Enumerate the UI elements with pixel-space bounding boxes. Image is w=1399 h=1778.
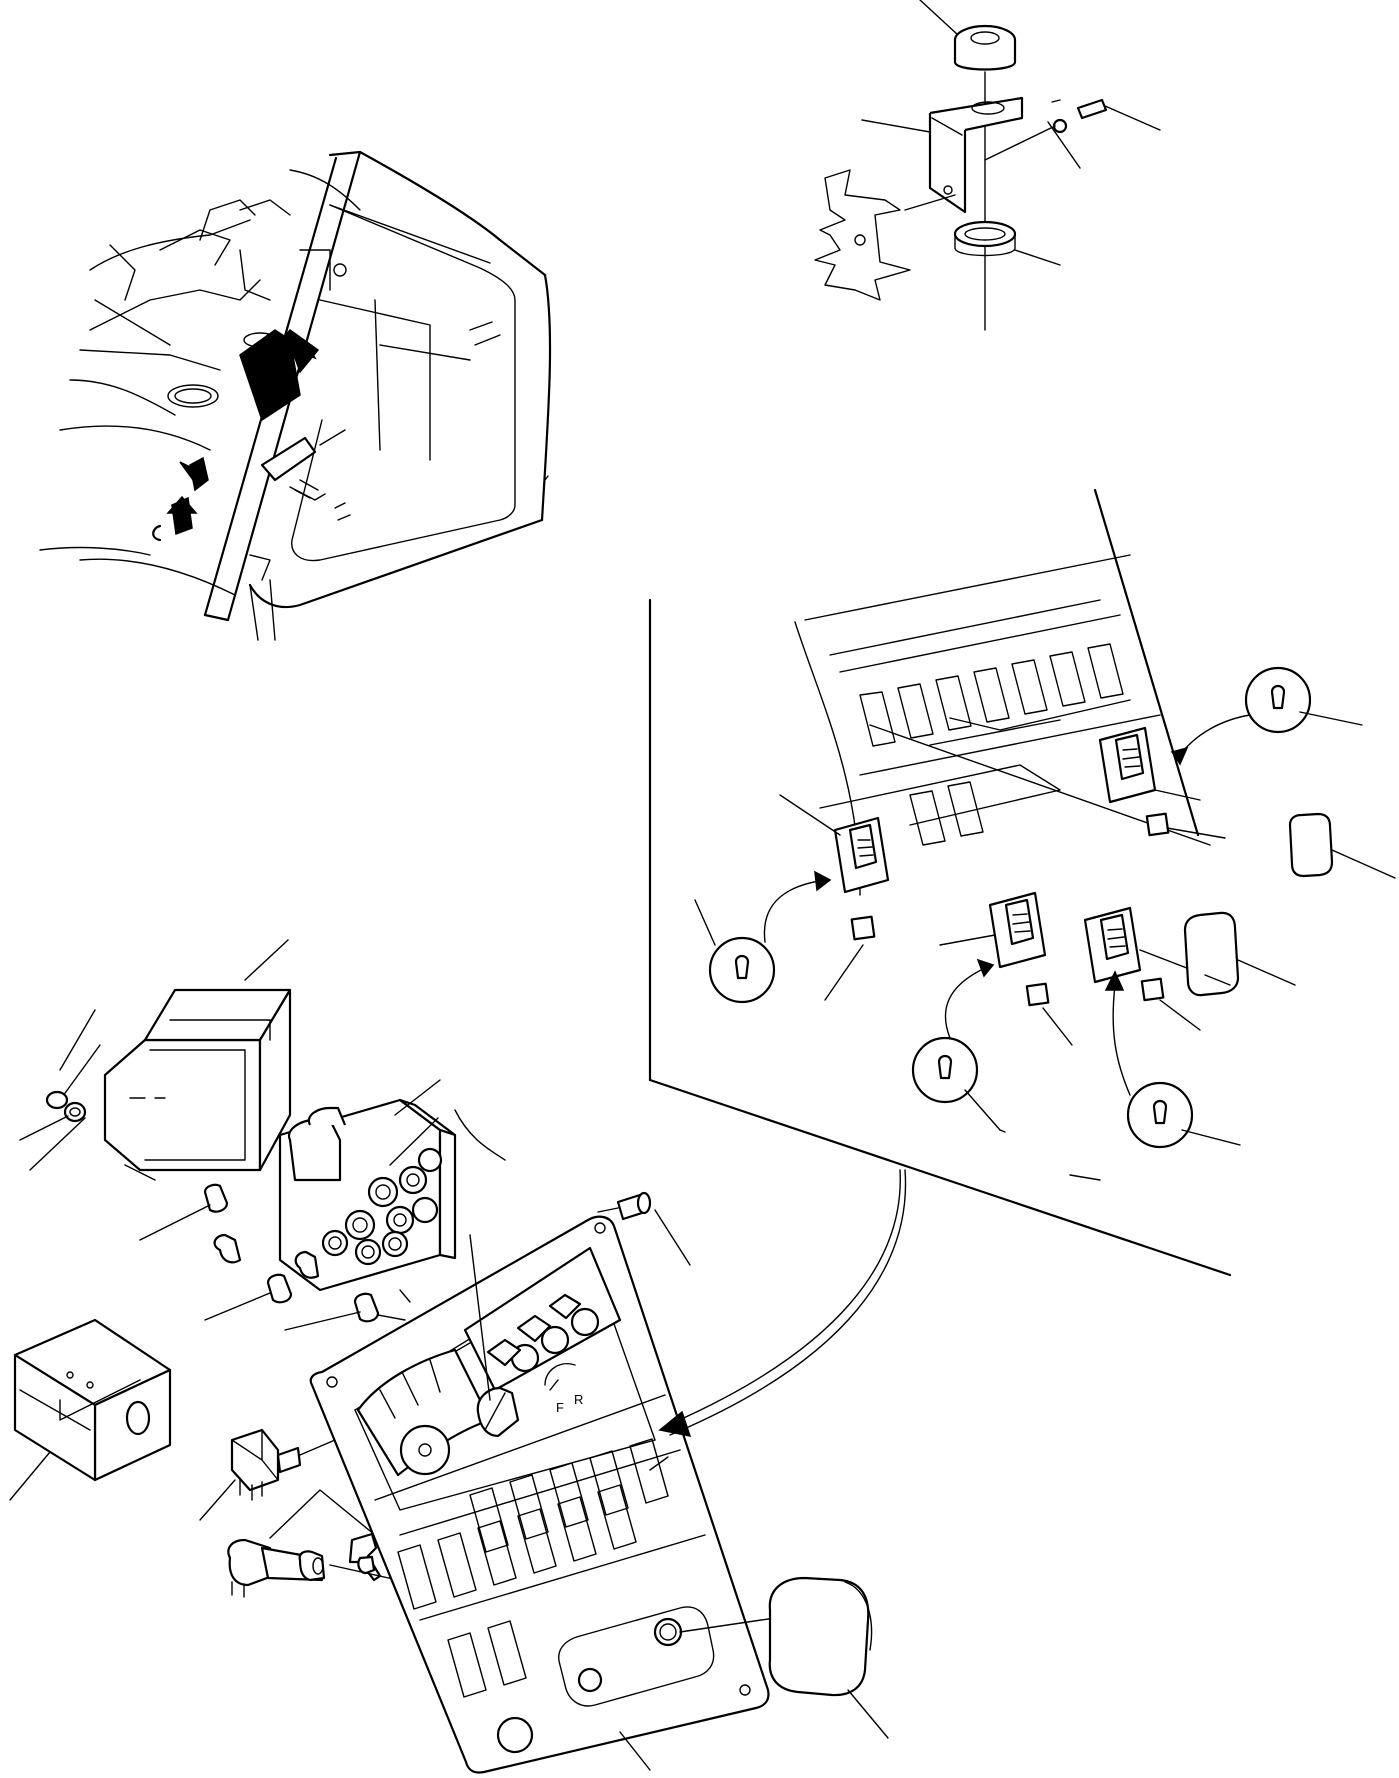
leader-lines-extra — [999, 974, 1231, 1181]
rocker-switch-1 — [694, 794, 890, 1004]
relay-connector — [199, 1428, 336, 1521]
gauge-cluster — [213, 1079, 457, 1303]
direction-forward-label: F — [556, 1400, 564, 1415]
blank-plug-1 — [1183, 911, 1296, 997]
switch-detail-frame — [648, 488, 1232, 1277]
panel-screw — [597, 1191, 691, 1266]
direction-reverse-label: R — [574, 1392, 583, 1407]
cab-view — [39, 150, 552, 641]
rocker-switch-3 — [1083, 906, 1241, 1149]
push-button-lamp — [768, 1576, 889, 1739]
blank-plug-2 — [1288, 812, 1396, 879]
ignition-switch — [227, 1489, 421, 1598]
instrument-panel: F R — [309, 1109, 776, 1774]
gauge-cover-box — [103, 939, 292, 1181]
detail-callout-arrow — [658, 1169, 907, 1437]
u-bracket — [9, 1318, 172, 1501]
rocker-switch-4 — [1098, 666, 1363, 839]
bracket-assembly — [814, 0, 1161, 331]
rocker-switch-2 — [911, 891, 1073, 1131]
hardware-left — [19, 1009, 406, 1331]
